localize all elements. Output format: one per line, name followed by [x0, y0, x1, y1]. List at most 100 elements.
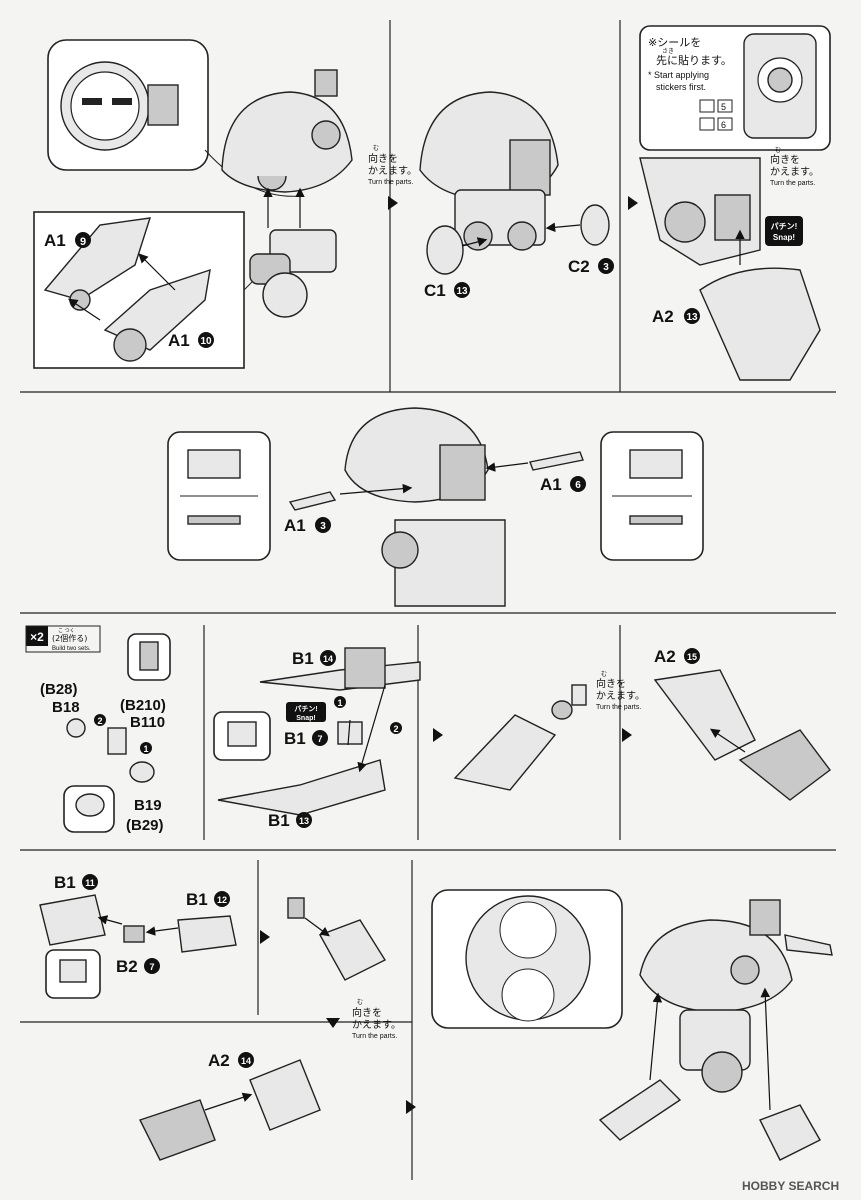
watermark-text: HOBBY SEARCH [742, 1179, 839, 1193]
svg-text:B2: B2 [116, 957, 138, 976]
blade-frame [217, 759, 386, 816]
part-number: 13 [686, 312, 698, 323]
part-label: B1 [268, 811, 290, 830]
svg-text:む: む [357, 999, 363, 1006]
svg-text:Snap!: Snap! [773, 233, 795, 242]
svg-text:こ つく: こ つく [58, 628, 75, 634]
svg-text:パチン!: パチン! [294, 704, 317, 713]
svg-text:※シールを: ※シールを [648, 36, 701, 49]
blaster-assembly [453, 714, 557, 791]
panel-dividers [20, 20, 836, 1180]
svg-text:1: 1 [337, 698, 342, 708]
svg-text:6: 6 [721, 120, 726, 130]
panel-step-3: ※シールを さき 先に貼ります。 * Start applying sticke… [639, 25, 831, 381]
part-number: 15 [687, 652, 697, 662]
dome-part [129, 761, 155, 783]
svg-text:14: 14 [241, 1056, 251, 1066]
snap-text-en: Snap! [296, 715, 315, 722]
panel-step-2: む 向きを かえます。 Turn the parts. C1 13 C2 3 [368, 91, 614, 300]
svg-text:む: む [373, 145, 379, 152]
svg-text:A2: A2 [654, 647, 676, 666]
svg-text:(B28): (B28) [40, 681, 78, 698]
panel-step-9: B1 11 B1 12 B2 7 [39, 873, 237, 999]
svg-text:さき: さき [662, 48, 674, 55]
svg-text:向きを: 向きを [770, 153, 800, 166]
left-arm [759, 1104, 821, 1161]
joint-part [107, 727, 127, 755]
turn-text-jp: 向きを [596, 677, 626, 690]
svg-text:B19: B19 [134, 797, 162, 814]
svg-text:7: 7 [149, 962, 154, 972]
barrel-part [259, 661, 421, 691]
svg-text:かえます。: かえます。 [368, 165, 417, 177]
step-arrow-icon [260, 930, 270, 944]
step-arrows [260, 196, 638, 1114]
svg-text:Turn the parts.: Turn the parts. [770, 180, 815, 187]
sets-text-en: Build two sets. [52, 646, 91, 652]
turn-text-en: Turn the parts. [368, 179, 413, 186]
svg-text:3: 3 [320, 521, 326, 532]
svg-text:A1: A1 [284, 516, 306, 535]
panel-step-4: A1 3 A1 6 [167, 407, 704, 607]
panel-step-6: B1 14 パチン! Snap! B1 7 1 2 B1 13 [213, 647, 421, 830]
svg-text:B18: B18 [52, 699, 80, 716]
svg-text:む: む [601, 671, 607, 678]
turn-text-jp: かえます。 [368, 165, 417, 177]
svg-text:A1: A1 [540, 475, 562, 494]
panel-step-7: む 向きを かえます。 Turn the parts. [453, 671, 645, 791]
turn-text-en: Turn the parts. [770, 180, 815, 187]
svg-text:13: 13 [299, 816, 309, 826]
svg-text:む: む [775, 147, 781, 154]
part-label: B2 [116, 957, 138, 976]
svg-text:* Start applying: * Start applying [648, 70, 709, 80]
snap-text-jp: パチン! [294, 704, 317, 713]
svg-text:3: 3 [603, 262, 609, 273]
chest-cover [699, 267, 821, 381]
svg-text:B1: B1 [54, 873, 76, 892]
step-arrow-icon [433, 728, 443, 742]
svg-text:HOBBY SEARCH: HOBBY SEARCH [742, 1179, 839, 1193]
svg-text:Snap!: Snap! [296, 715, 315, 722]
svg-text:かえます。: かえます。 [352, 1019, 401, 1031]
part-number: 14 [241, 1056, 251, 1066]
side-cap-left [426, 225, 464, 275]
right-arm [598, 1079, 682, 1141]
part-label: A1 [284, 516, 306, 535]
turn-text-en: Turn the parts. [596, 704, 641, 711]
svg-text:パチン!: パチン! [771, 221, 798, 231]
part-label: A2 [654, 647, 676, 666]
snap-text-en: Snap! [773, 233, 795, 242]
sticker-number: 6 [721, 120, 726, 130]
svg-text:(B29): (B29) [126, 817, 164, 834]
svg-text:stickers first.: stickers first. [656, 82, 706, 92]
svg-text:11: 11 [85, 878, 95, 888]
svg-text:B1: B1 [268, 811, 290, 830]
svg-text:B1: B1 [284, 729, 306, 748]
svg-text:14: 14 [323, 654, 333, 664]
turn-text-jp: かえます。 [770, 166, 819, 178]
svg-text:B110: B110 [130, 714, 165, 731]
svg-text:7: 7 [317, 734, 322, 744]
svg-text:×2: ×2 [30, 630, 44, 644]
part-number: 11 [85, 878, 95, 888]
thruster-cover [177, 915, 237, 953]
part-number: 3 [320, 521, 326, 532]
part-number: 10 [200, 336, 212, 347]
svg-text:Turn the parts.: Turn the parts. [368, 179, 413, 186]
panel-step-9b [287, 897, 387, 981]
sticker-note-jp: ※シールを [648, 36, 701, 49]
sticker-note-en: * Start applying [648, 70, 709, 80]
sticker-ruby: さき [662, 48, 674, 55]
svg-text:先に貼ります。: 先に貼ります。 [656, 53, 732, 67]
panel-step-8: A2 15 [653, 647, 831, 801]
snap-text-jp: パチン! [771, 221, 798, 231]
step-arrow-icon [326, 1018, 340, 1028]
part-label: A2 [652, 307, 674, 326]
thruster-cover [249, 1059, 321, 1131]
turn-ruby: む [373, 145, 379, 152]
blade-left [288, 491, 337, 511]
blaster-assembly [738, 729, 831, 801]
step-arrow-icon [628, 196, 638, 210]
part-number: 13 [456, 286, 468, 297]
svg-text:B1: B1 [186, 890, 208, 909]
